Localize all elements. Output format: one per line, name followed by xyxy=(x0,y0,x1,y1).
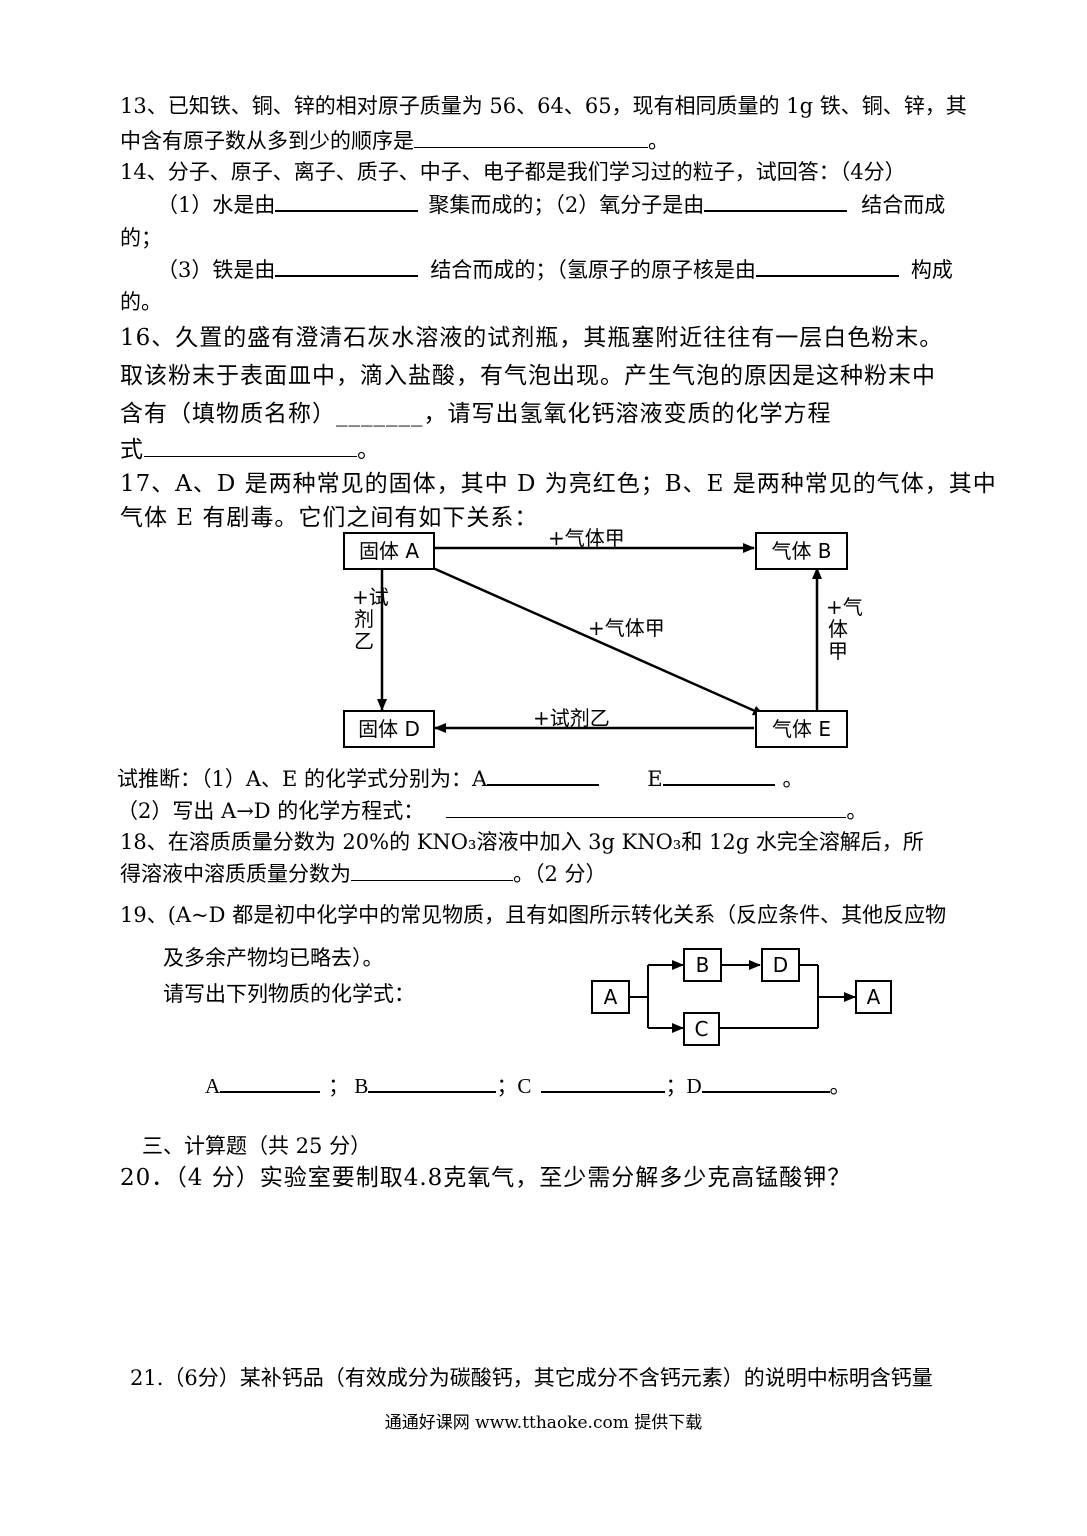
q19-ans-d-label: ；D xyxy=(665,1074,702,1098)
q14-blank-water[interactable] xyxy=(275,190,419,212)
q14-p3d: 的。 xyxy=(120,290,162,314)
q17-ask2a: （2）写出 A→D 的化学方程式： xyxy=(117,799,425,823)
q19-blank-b[interactable] xyxy=(368,1071,497,1093)
q14-part1: （1）水是由 聚集而成的；（2）氧分子是由 结合而成 xyxy=(157,190,945,219)
q17-ask1b: E xyxy=(647,767,663,791)
q14-blank-oxygen[interactable] xyxy=(704,190,848,212)
q14-p3c: 构成 xyxy=(910,258,953,282)
q13-answer-blank[interactable] xyxy=(414,127,648,148)
q19-ans-c-label: ；C xyxy=(496,1074,532,1098)
q20-text: 20．（4 分）实验室要制取4.8克氧气，至少需分解多少克高锰酸钾？ xyxy=(120,1165,852,1191)
q17-ask1a: 试推断：（1）A、E 的化学式分别为：A xyxy=(117,767,488,791)
q19-end: 。 xyxy=(829,1074,851,1098)
q17-blank-e[interactable] xyxy=(662,764,775,786)
q13-end: 。 xyxy=(648,129,669,153)
q17-ask2b: 。 xyxy=(846,799,868,823)
q19-ans-a-label: A xyxy=(205,1074,221,1098)
q19-ans-b-label: ； B xyxy=(328,1074,369,1098)
q13-text: 中含有原子数从多到少的顺序是 xyxy=(120,129,414,153)
q18-line2a: 得溶液中溶质质量分数为 xyxy=(120,862,351,886)
q18-line2b: 。（2 分） xyxy=(513,862,607,886)
q18-answer-blank[interactable] xyxy=(351,860,513,881)
q16-end: 。 xyxy=(357,437,381,463)
q14-p1b: 聚集而成的；（2）氧分子是由 xyxy=(428,193,705,217)
label-e-to-b: +气体甲 xyxy=(826,595,863,663)
box-solid-a: 固体 A xyxy=(343,532,435,570)
q16-line4: 式。 xyxy=(120,436,381,464)
q18-line2: 得溶液中溶质质量分数为 。（2 分） xyxy=(120,860,607,888)
q17-line2: 气体 E 有剧毒。它们之间有如下关系： xyxy=(120,505,539,531)
q19-answers: A ； B ；C ；D 。 xyxy=(205,1071,851,1100)
q17-line1: 17、A、D 是两种常见的固体，其中 D 为亮红色；B、E 是两种常见的气体，其… xyxy=(120,471,997,497)
q19-line1: 19、(A~D 都是初中化学中的常见物质，且有如图所示转化关系（反应条件、其他反… xyxy=(120,903,947,927)
q19-blank-a[interactable] xyxy=(220,1071,321,1093)
q19-box-a-left: A xyxy=(591,980,630,1014)
label-a-to-d: +试剂乙 xyxy=(352,585,389,653)
q14-p3b: 结合而成的；（氢原子的原子核是由 xyxy=(430,258,756,282)
q13-line2: 中含有原子数从多到少的顺序是 。 xyxy=(120,127,669,155)
q14-blank-iron[interactable] xyxy=(275,255,419,277)
q16-line4a: 式 xyxy=(120,437,144,463)
box-gas-b: 气体 B xyxy=(755,532,848,570)
q13-line1: 13、已知铁、铜、锌的相对原子质量为 56、64、65，现有相同质量的 1g 铁… xyxy=(120,94,967,118)
q17-blank-a[interactable] xyxy=(487,764,600,786)
q16-equation-blank[interactable] xyxy=(144,436,357,457)
q16-line2: 取该粉末于表面皿中，滴入盐酸，有气泡出现。产生气泡的原因是这种粉末中 xyxy=(120,363,936,389)
q19-blank-d[interactable] xyxy=(701,1071,830,1093)
box-gas-e: 气体 E xyxy=(755,710,848,748)
arrow-a-to-e xyxy=(432,566,765,717)
q14-p3a: （3）铁是由 xyxy=(157,258,276,282)
q18-line1: 18、在溶质质量分数为 20%的 KNO₃溶液中加入 3g KNO₃和 12g … xyxy=(120,830,924,854)
q16-line3: 含有（填物质名称）_______，请写出氢氧化钙溶液变质的化学方程 xyxy=(120,401,832,427)
q17-ask2: （2）写出 A→D 的化学方程式： 。 xyxy=(117,797,867,825)
section3-heading: 三、计算题（共 25 分） xyxy=(142,1134,372,1158)
q21-text: 21.（6分）某补钙品（有效成分为碳酸钙，其它成分不含钙元素）的说明中标明含钙量 xyxy=(130,1366,933,1390)
q14-part3: （3）铁是由 结合而成的；（氢原子的原子核是由 构成 xyxy=(157,255,953,284)
page-footer: 通通好课网 www.tthaoke.com 提供下载 xyxy=(384,1413,703,1433)
q14-p1d: 的； xyxy=(120,226,162,250)
q19-line2: 及多余产物均已略去）。 xyxy=(163,946,384,970)
q19-box-d: D xyxy=(761,948,800,982)
q14-p1a: （1）水是由 xyxy=(157,193,276,217)
q17-equation-blank[interactable] xyxy=(446,797,847,818)
label-a-to-e: +气体甲 xyxy=(588,616,665,640)
q14-blank-nucleus[interactable] xyxy=(755,255,899,277)
q19-blank-c[interactable] xyxy=(541,1071,666,1093)
q14-intro: 14、分子、原子、离子、质子、中子、电子都是我们学习过的粒子，试回答：（4分） xyxy=(120,160,906,184)
q16-line1: 16、久置的盛有澄清石灰水溶液的试剂瓶，其瓶塞附近往往有一层白色粉末。 xyxy=(120,325,944,351)
q14-p1c: 结合而成 xyxy=(861,193,946,217)
q19-box-a-right: A xyxy=(855,980,892,1014)
box-solid-d: 固体 D xyxy=(343,710,435,748)
label-e-to-d: +试剂乙 xyxy=(533,706,610,730)
label-a-to-b: +气体甲 xyxy=(548,526,625,550)
q17-ask1c: 。 xyxy=(782,767,804,791)
q17-ask1: 试推断：（1）A、E 的化学式分别为：A E 。 xyxy=(117,764,804,793)
q19-box-c: C xyxy=(683,1012,720,1046)
q19-line3: 请写出下列物质的化学式： xyxy=(163,982,415,1006)
q19-box-b: B xyxy=(683,948,722,982)
